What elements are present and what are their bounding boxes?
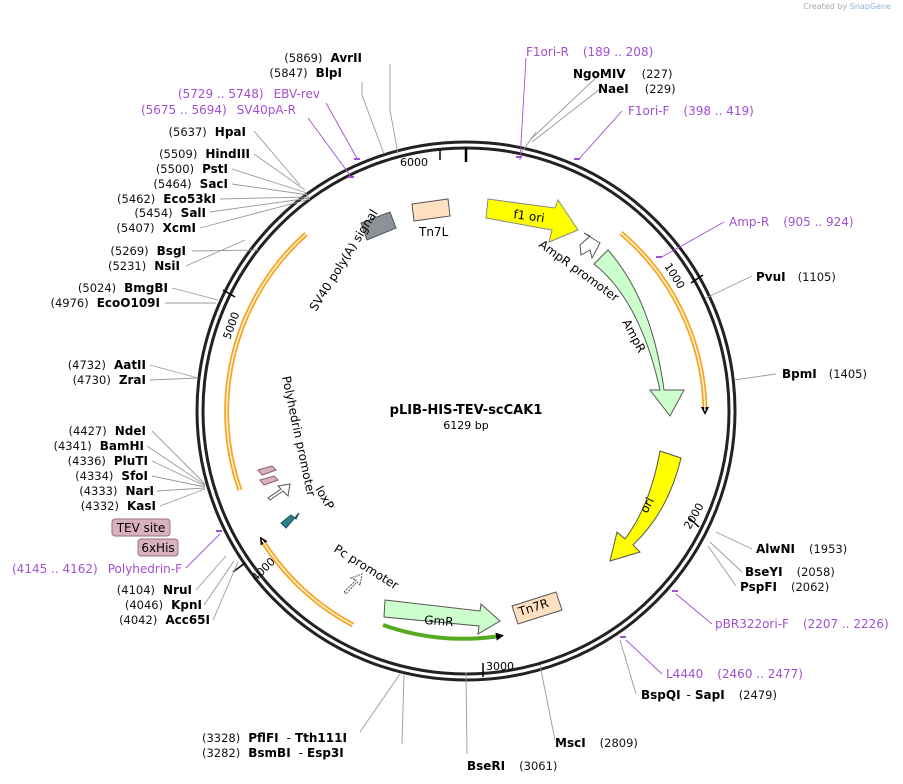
primer-f1ori-r[interactable]: F1ori-R(189 .. 208): [526, 45, 653, 59]
his6-label: 6xHis: [141, 541, 174, 555]
site-bpmi[interactable]: BpmI(1405): [782, 367, 867, 381]
leader-lines: [146, 64, 777, 755]
site-kasi[interactable]: (4332)KasI: [81, 499, 156, 513]
plasmid-name: pLIB-HIS-TEV-scCAK1: [390, 403, 543, 418]
site-bsmbi-esp3i[interactable]: (3282)BsmBI-Esp3I: [202, 746, 344, 760]
site-sfoi[interactable]: (4334)SfoI: [75, 469, 148, 483]
site-labels-right: NgoMIV(227) NaeI(229) PvuI(1105) BpmI(14…: [202, 67, 867, 773]
site-avrii[interactable]: (5869)AvrII: [284, 51, 362, 65]
site-labels-left: (5869)AvrII (5847)BlpI (5637)HpaI (5509)…: [50, 51, 362, 627]
feature-gmr[interactable]: GmR: [383, 599, 501, 635]
site-naei[interactable]: NaeI(229): [598, 82, 676, 96]
feature-sv40-polya[interactable]: SV40 poly(A) signal: [307, 207, 397, 314]
site-msci[interactable]: MscI(2809): [555, 736, 638, 750]
site-nsii[interactable]: (5231)NsiI: [108, 259, 180, 273]
site-bsgi[interactable]: (5269)BsgI: [110, 244, 186, 258]
site-psti[interactable]: (5500)PstI: [156, 162, 228, 176]
site-hpai[interactable]: (5637)HpaI: [169, 125, 246, 139]
site-aatii[interactable]: (4732)AatII: [68, 358, 146, 372]
feature-pc-promoter[interactable]: Pc promoter: [331, 542, 401, 595]
primer-amp-r[interactable]: Amp-R(905 .. 924): [729, 215, 854, 229]
ori-label: ori: [637, 495, 657, 515]
site-kpni[interactable]: (4046)KpnI: [125, 598, 202, 612]
primer-ebv-rev[interactable]: (5729 .. 5748)EBV-rev: [178, 87, 320, 101]
orf-arcs: [224, 231, 709, 641]
site-eco53ki[interactable]: (5462)Eco53kI: [117, 192, 216, 206]
feature-f1-ori[interactable]: f1 ori: [485, 198, 579, 243]
site-zrai[interactable]: (4730)ZraI: [73, 373, 146, 387]
site-ecoo109i[interactable]: (4976)EcoO109I: [50, 296, 160, 310]
polyhedrin-promoter-label: Polyhedrin promoter: [279, 375, 318, 498]
primer-f1ori-f[interactable]: F1ori-F(398 .. 419): [628, 104, 754, 118]
site-saci[interactable]: (5464)SacI: [153, 177, 228, 191]
site-bmgbi[interactable]: (5024)BmgBI: [78, 281, 168, 295]
tick-6000: 6000: [400, 156, 428, 169]
snapgene-logo: SnapGene: [849, 2, 891, 11]
site-bamhi[interactable]: (4341)BamHI: [53, 439, 144, 453]
tev-site-label: TEV site: [116, 521, 166, 535]
primer-labels: F1ori-R(189 .. 208) F1ori-F(398 .. 419) …: [12, 45, 889, 681]
site-sali[interactable]: (5454)SalI: [134, 206, 206, 220]
primer-polyhedrin-f[interactable]: (4145 .. 4162)Polyhedrin-F: [12, 562, 182, 576]
site-nari[interactable]: (4333)NarI: [79, 484, 154, 498]
site-hindiii[interactable]: (5509)HindIII: [159, 147, 250, 161]
f1-ori-label: f1 ori: [513, 207, 546, 225]
site-pflfi-tth111i[interactable]: (3328)PflFI-Tth111I: [202, 731, 347, 745]
site-bseri[interactable]: BseRI(3061): [467, 759, 557, 773]
primer-leaders: [185, 57, 725, 675]
site-acc65i[interactable]: (4042)Acc65I: [119, 613, 210, 627]
site-pvui[interactable]: PvuI(1105): [756, 270, 836, 284]
site-ngomiv[interactable]: NgoMIV(227): [573, 67, 673, 81]
site-pspfi[interactable]: PspFI(2062): [740, 580, 829, 594]
gmr-label: GmR: [424, 613, 454, 629]
credit-prefix: Created by: [803, 2, 848, 11]
primer-sv40pa-r[interactable]: (5675 .. 5694)SV40pA-R: [141, 103, 296, 117]
tn7l-label: Tn7L: [418, 225, 449, 239]
site-ndei[interactable]: (4427)NdeI: [69, 424, 147, 438]
site-xcmi[interactable]: (5407)XcmI: [116, 221, 196, 235]
tag-tev-site[interactable]: TEV site: [111, 518, 171, 537]
sv40-label: SV40 poly(A) signal: [307, 207, 381, 314]
tick-3000: 3000: [486, 660, 514, 673]
site-bseyi[interactable]: BseYI(2058): [745, 565, 835, 579]
feature-tn7l[interactable]: Tn7L: [411, 198, 451, 239]
primer-pbr322ori-f[interactable]: pBR322ori-F(2207 .. 2226): [715, 617, 889, 631]
tick-marks: [222, 148, 704, 677]
site-alwni[interactable]: AlwNI(1953): [756, 542, 847, 556]
site-blpi[interactable]: (5847)BlpI: [269, 66, 342, 80]
feature-ori[interactable]: ori: [609, 450, 682, 562]
plasmid-title-group: pLIB-HIS-TEV-scCAK1 6129 bp: [390, 403, 543, 432]
primer-l4440[interactable]: L4440(2460 .. 2477): [666, 667, 803, 681]
feature-his-tags: [257, 465, 279, 486]
snapgene-credit: Created by SnapGene: [803, 2, 891, 11]
site-pluti[interactable]: (4336)PluTI: [68, 454, 148, 468]
plasmid-length: 6129 bp: [443, 419, 488, 432]
feature-tn7r[interactable]: Tn7R: [511, 591, 563, 625]
site-nrui[interactable]: (4104)NruI: [117, 583, 192, 597]
site-bspqi-sapi[interactable]: BspQI-SapI(2479): [641, 688, 777, 702]
tag-6xhis[interactable]: 6xHis: [137, 538, 179, 557]
pc-promoter-label: Pc promoter: [331, 542, 401, 593]
loxp-label: loxP: [312, 484, 336, 512]
